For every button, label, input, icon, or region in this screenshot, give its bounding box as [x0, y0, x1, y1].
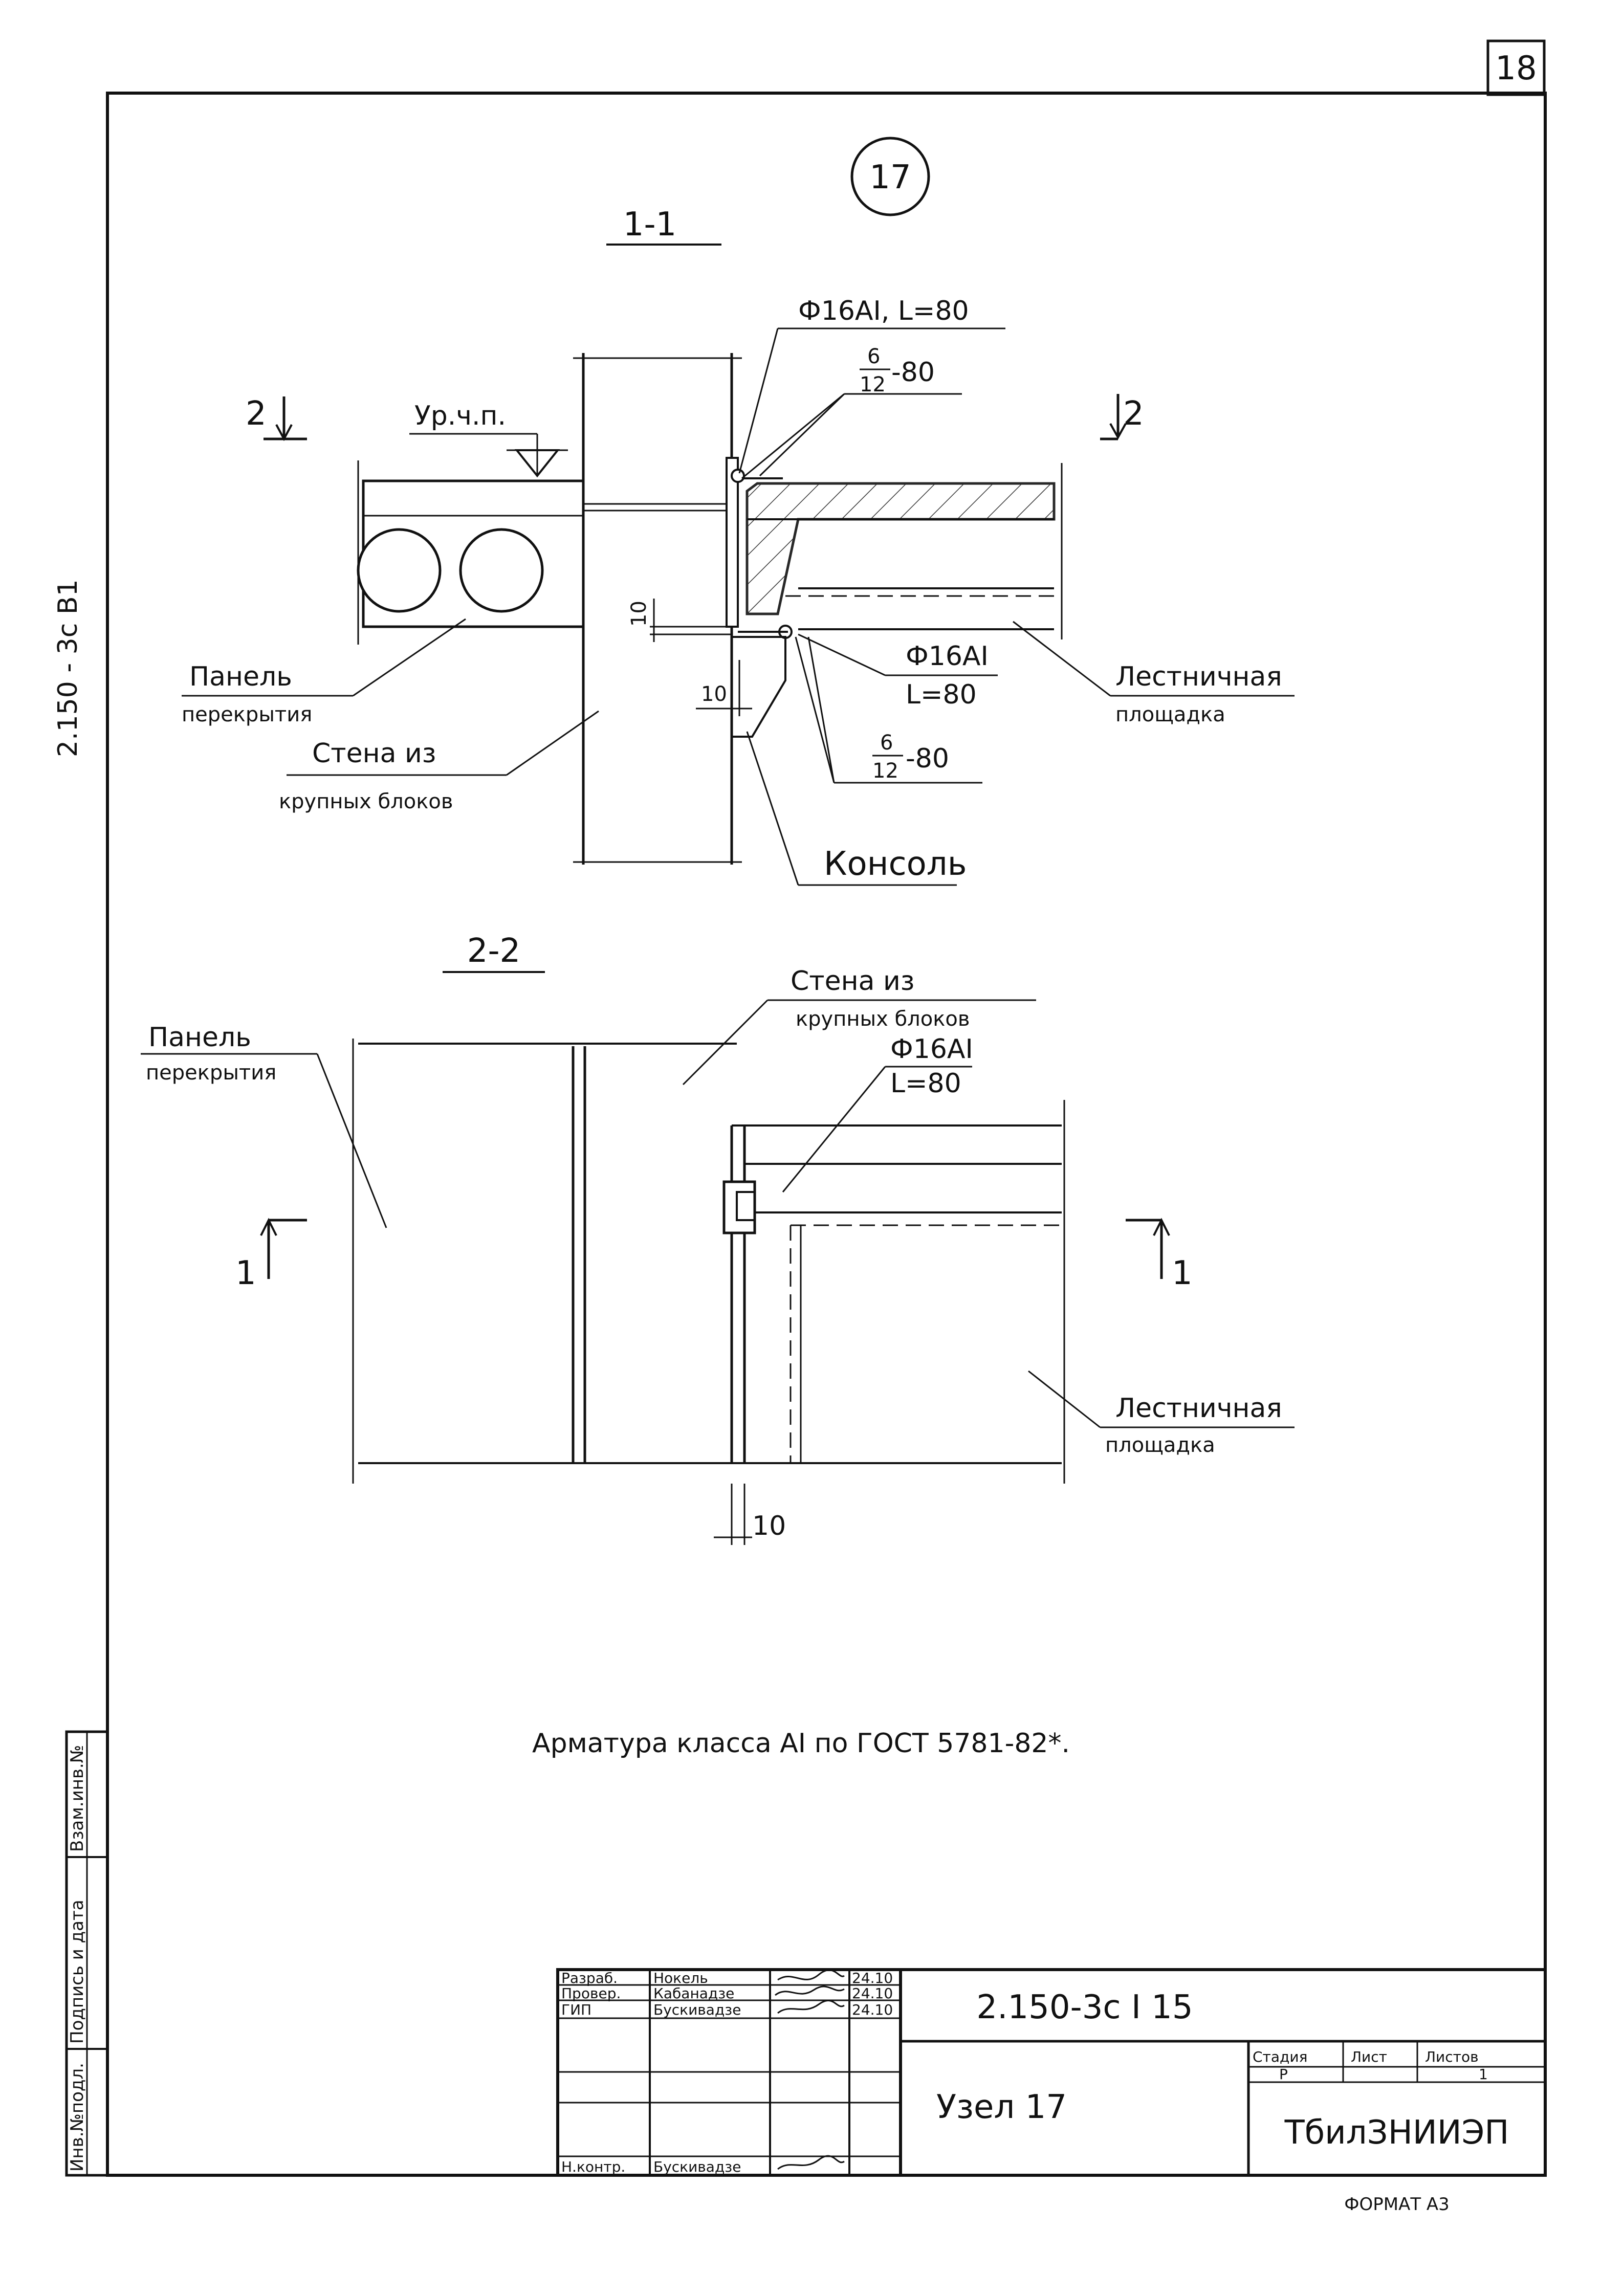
sheet-name: Узел 17 [936, 2088, 1067, 2126]
label-panel-2: перекрытия [182, 703, 312, 726]
weld-bot-den: 12 [872, 759, 898, 783]
dim-2: 10 [752, 1511, 786, 1541]
label-wall-2-1: Стена из [791, 966, 914, 997]
document-code: 2.150-3с I 15 [976, 1989, 1193, 2026]
label-wall-2-2: крупных блоков [796, 1007, 970, 1031]
label-console: Консоль [824, 845, 967, 883]
node-marker: 17 [850, 137, 930, 216]
cut-mark-2-right: 2 [1123, 395, 1144, 433]
weld-top-len: -80 [891, 357, 935, 388]
side-code: 2.150 - 3с В1 [53, 579, 83, 757]
tb-role-2: ГИП [561, 2001, 591, 2018]
label-panel-1: Панель [189, 661, 292, 692]
node-number: 17 [869, 159, 911, 196]
signature-2 [777, 2000, 845, 2014]
dim-vertical-1: 10 [627, 601, 651, 627]
cut-mark-1-left: 1 [235, 1254, 256, 1292]
level-mark: Ур.ч.п. [414, 401, 506, 431]
stage-label: Стадия [1253, 2048, 1307, 2065]
label-landing-2-1: Лестничная [1115, 1393, 1282, 1424]
cut-mark-1-right: 1 [1172, 1254, 1193, 1292]
tb-date-0: 24.10 [852, 1970, 893, 1986]
tb-name-0: Нокель [653, 1970, 708, 1986]
title-block: Разраб. Нокель 24.10 Провер. Кабанадзе 2… [556, 1968, 1547, 2177]
stamp-signature-date: Подпись и дата [67, 1900, 87, 2044]
tb-name-1: Кабанадзе [653, 1985, 734, 2002]
sheet-frame [106, 92, 1547, 2177]
tb-name-5: Бускивадзе [653, 2158, 741, 2175]
paper-format: ФОРМАТ А3 [1344, 2194, 1450, 2215]
rebar-bottom-label-2: L=80 [906, 679, 977, 710]
sheet-label: Лист [1351, 2048, 1387, 2065]
label-panel-2-2: перекрытия [146, 1061, 276, 1085]
tb-date-2: 24.10 [852, 2001, 893, 2018]
stage-value: Р [1279, 2066, 1288, 2083]
stamp-inv-no: Инв.№подл. [67, 2063, 87, 2172]
label-panel-2-1: Панель [148, 1022, 251, 1053]
sheets-label: Листов [1425, 2048, 1479, 2065]
section-2-title: 2-2 [467, 932, 521, 970]
label-wall-2: крупных блоков [279, 790, 453, 813]
label-landing-1: Лестничная [1115, 661, 1282, 692]
side-stamp: Инв.№подл. Подпись и дата Взам.инв.№ [65, 1730, 109, 2177]
page-number-box: 18 [1486, 39, 1546, 96]
tb-role-5: Н.контр. [561, 2158, 625, 2175]
section-1-1: 1-1 2 2 Ур.ч.п. [182, 206, 1295, 886]
section-1-title: 1-1 [623, 206, 677, 244]
signature-0 [777, 1969, 845, 1981]
stamp-replace-inv: Взам.инв.№ [67, 1745, 87, 1852]
tb-role-1: Провер. [561, 1985, 621, 2002]
weld-bot-len: -80 [906, 743, 949, 774]
rebar-2-label-1: Ф16АI [890, 1034, 973, 1065]
weld-top-den: 12 [860, 373, 886, 396]
rebar-top-label: Ф16АI, L=80 [798, 296, 969, 326]
signature-1 [775, 1985, 845, 1996]
dim-horizontal-1: 10 [701, 682, 727, 706]
cut-mark-2-left: 2 [246, 395, 267, 433]
page-number: 18 [1495, 50, 1537, 87]
weld-bot-num: 6 [880, 731, 893, 755]
sheets-value: 1 [1479, 2066, 1488, 2083]
label-landing-2-2: площадка [1105, 1433, 1215, 1457]
organization: ТбилЗНИИЭП [1284, 2114, 1509, 2152]
tb-name-2: Бускивадзе [653, 2001, 741, 2018]
weld-top-num: 6 [867, 345, 880, 368]
rebar-2-label-2: L=80 [890, 1068, 961, 1099]
label-wall-1: Стена из [312, 738, 436, 769]
tb-role-0: Разраб. [561, 1970, 618, 1986]
label-landing-2: площадка [1115, 703, 1225, 726]
tb-date-1: 24.10 [852, 1985, 893, 2002]
signature-5 [777, 2155, 845, 2170]
rebar-bottom-label-1: Ф16АI [906, 641, 989, 672]
section-2-2: 2-2 Стена из крупных блоков Панель перек… [141, 932, 1295, 1545]
reinforcement-note: Арматура класса АI по ГОСТ 5781-82*. [532, 1728, 1070, 1759]
